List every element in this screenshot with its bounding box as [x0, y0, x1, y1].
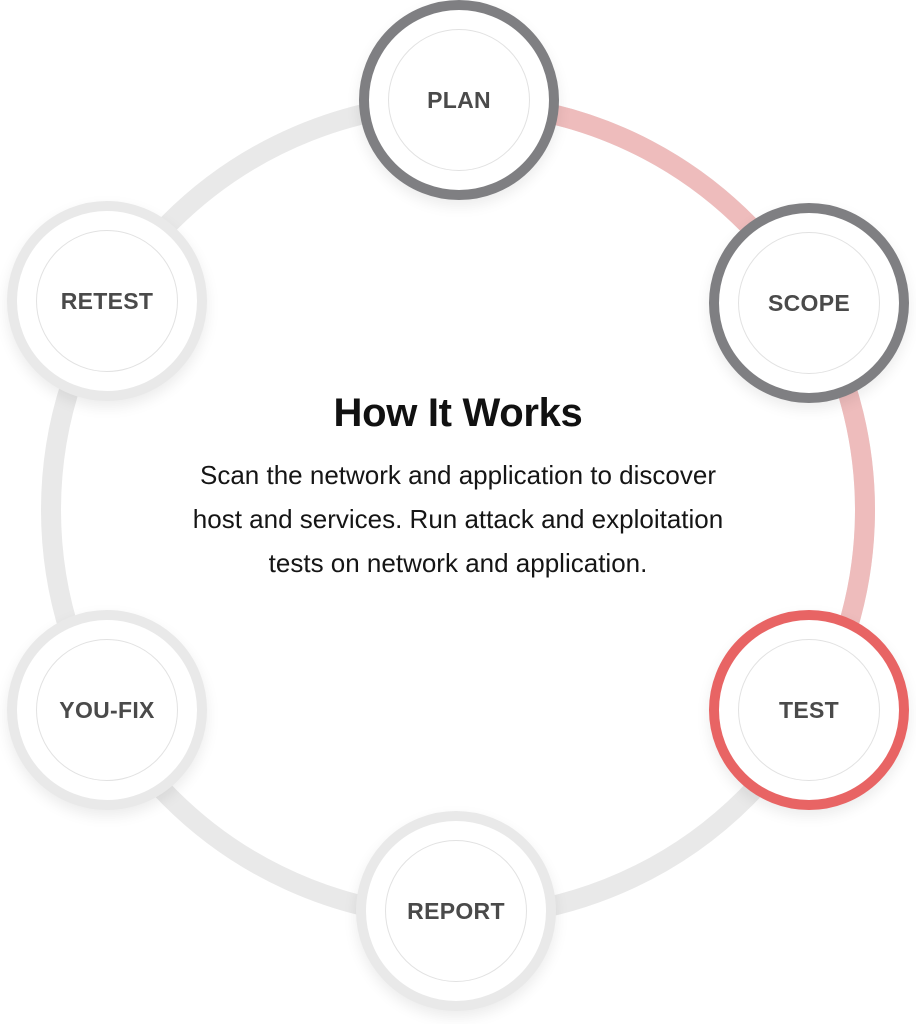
step-test-inner: TEST — [738, 639, 880, 781]
step-plan-inner: PLAN — [388, 29, 530, 171]
step-plan-label: PLAN — [427, 86, 491, 113]
step-test[interactable]: TEST — [709, 610, 909, 810]
step-retest-label: RETEST — [60, 287, 154, 314]
step-test-label: TEST — [779, 696, 839, 723]
step-plan[interactable]: PLAN — [359, 0, 559, 200]
center-content: How It Works Scan the network and applic… — [158, 385, 758, 585]
step-you-fix[interactable]: YOU-FIX — [7, 610, 207, 810]
step-report[interactable]: REPORT — [356, 811, 556, 1011]
step-you-fix-inner: YOU-FIX — [36, 639, 178, 781]
step-retest[interactable]: RETEST — [7, 201, 207, 401]
section-title: How It Works — [333, 391, 583, 435]
step-report-inner: REPORT — [385, 840, 527, 982]
step-retest-inner: RETEST — [36, 230, 178, 372]
step-scope[interactable]: SCOPE — [709, 203, 909, 403]
step-you-fix-label: YOU-FIX — [59, 696, 155, 723]
step-scope-label: SCOPE — [767, 289, 851, 316]
step-report-label: REPORT — [407, 897, 505, 924]
section-description: Scan the network and application to disc… — [192, 460, 724, 578]
step-scope-inner: SCOPE — [738, 232, 880, 374]
